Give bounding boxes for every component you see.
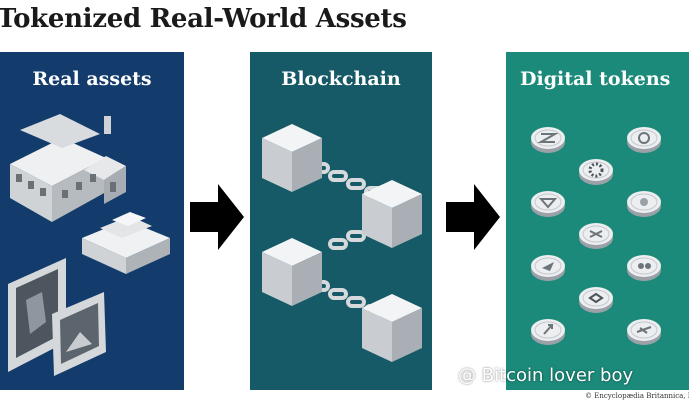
token-coin-icon	[626, 318, 662, 346]
digital-tokens-panel: Digital tokens	[506, 52, 689, 390]
blockchain-illustration	[262, 124, 422, 362]
real-assets-panel: Real assets	[0, 52, 184, 390]
token-coin-icon	[626, 190, 662, 218]
framed-paintings-icon	[8, 258, 106, 376]
diagram-title: Tokenized Real-World Assets	[0, 4, 407, 34]
token-coin-icon	[530, 254, 566, 282]
digital-tokens-illustration	[530, 126, 662, 346]
gold-bars-icon	[82, 212, 170, 274]
arrow-right-icon	[446, 184, 500, 250]
real-assets-illustration	[8, 114, 170, 376]
block-cube-icon	[362, 294, 422, 362]
token-coin-icon	[578, 286, 614, 314]
watermark-text: @ Bitcoin lover boy	[432, 364, 633, 386]
credit-text: © Encyclopædia Britannica, Inc.	[585, 392, 689, 400]
blockchain-label: Blockchain	[281, 68, 401, 90]
real-assets-label: Real assets	[32, 68, 152, 90]
token-coin-icon	[578, 158, 614, 186]
block-cube-icon	[262, 124, 322, 192]
digital-tokens-label: Digital tokens	[520, 68, 671, 90]
token-coin-icon	[530, 318, 566, 346]
social-logo-icon	[434, 368, 456, 380]
token-coin-icon	[626, 126, 662, 154]
token-coin-icon	[530, 190, 566, 218]
token-coin-icon	[626, 254, 662, 282]
arrow-right-icon	[190, 184, 244, 250]
watermark-label: @ Bitcoin lover boy	[458, 365, 634, 386]
token-coin-icon	[578, 222, 614, 250]
block-cube-icon	[362, 180, 422, 248]
blockchain-panel: Blockchain	[250, 52, 432, 390]
block-cube-icon	[262, 238, 322, 306]
house-icon	[10, 114, 126, 222]
token-coin-icon	[530, 126, 566, 154]
